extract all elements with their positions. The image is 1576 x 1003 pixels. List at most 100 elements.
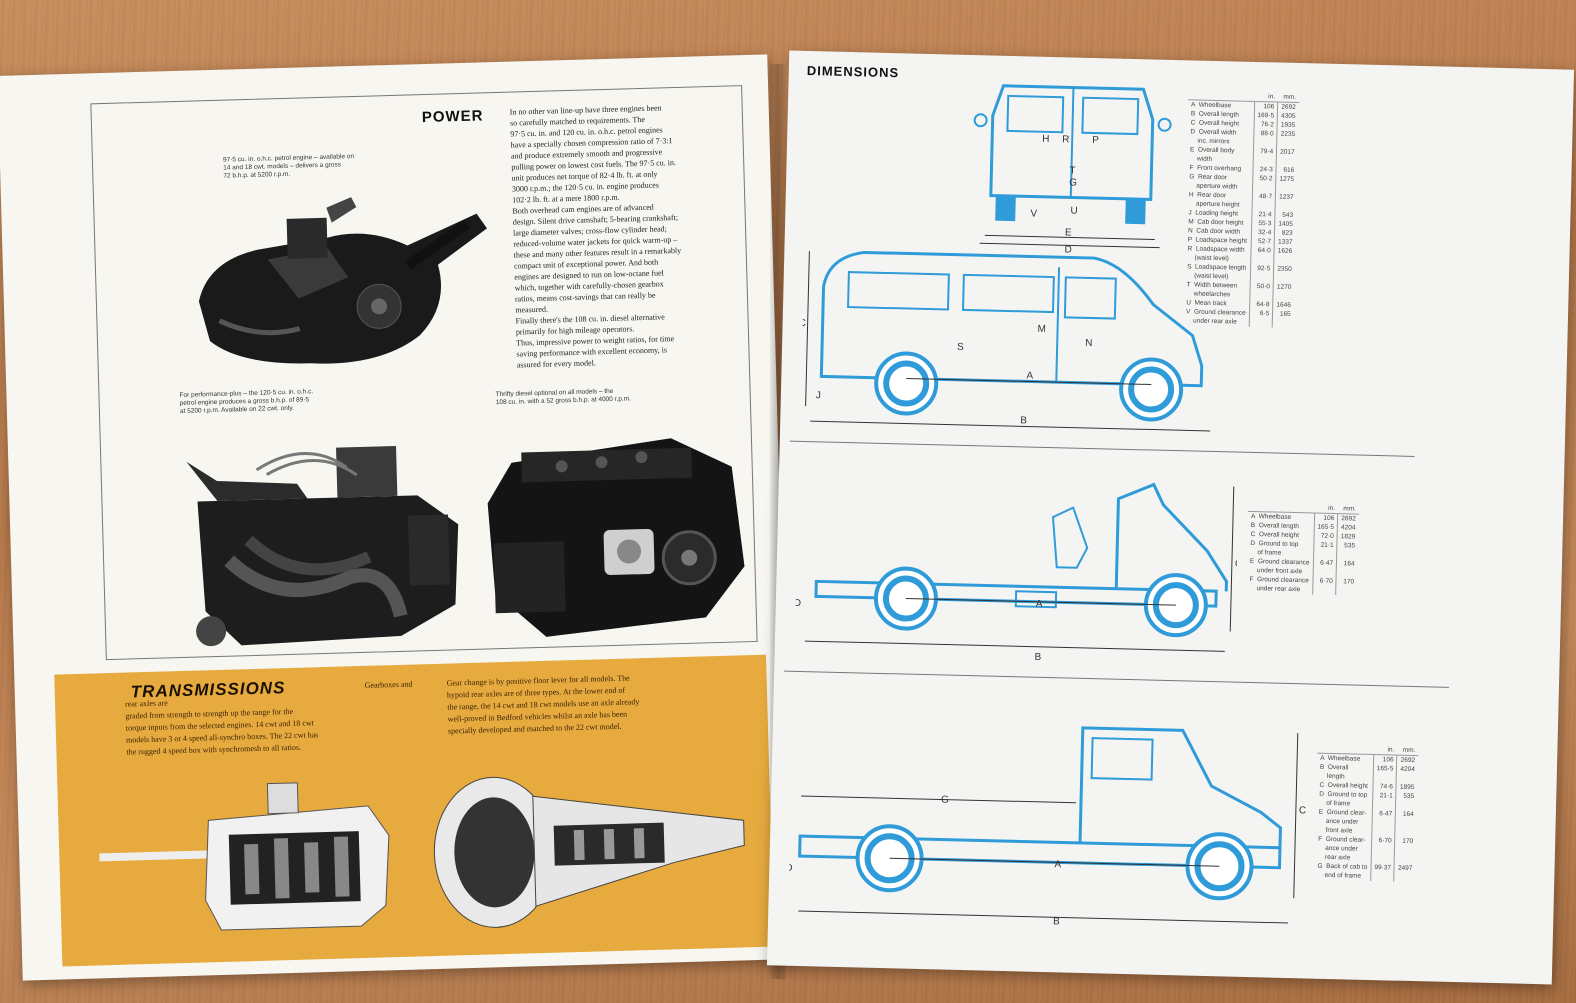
spec-mm: 4204 [1396, 764, 1418, 784]
spec-inches: 6·70 [1370, 836, 1396, 864]
dim-label-t: T [1069, 165, 1075, 176]
spec-mm: 2692 [1337, 513, 1359, 524]
dim-label-e: E [1065, 227, 1072, 238]
spec-inches: 6·47 [1371, 809, 1396, 837]
spec-mm: 535 [1336, 541, 1359, 560]
spec-inches: 106 [1314, 513, 1338, 524]
spec-inches: 6·5 [1248, 308, 1273, 328]
dim-label-r: R [1062, 134, 1070, 145]
spec-inches: 165·5 [1313, 522, 1338, 533]
chassis-cab-label-c: C [1235, 559, 1239, 570]
chassis-cab-label-d: D [794, 598, 801, 609]
spec-label: E Ground clear- ance under front axle [1318, 808, 1367, 835]
spec-label: G Back of cab to end of frame [1317, 862, 1368, 880]
dim-label-p: P [1092, 135, 1099, 146]
spec-inches: 21·1 [1372, 791, 1397, 810]
spec-mm: 535 [1395, 791, 1418, 811]
transmissions-panel: Gearboxes and rear axles are graded from… [54, 654, 775, 967]
spec-inches: 6·47 [1312, 558, 1337, 578]
spec-label: E Ground clearance under front axle [1249, 557, 1310, 576]
spec-mm: 164 [1395, 809, 1417, 838]
spec-mm: 2350 [1273, 264, 1295, 283]
spec-inches: 106 [1254, 101, 1278, 112]
spec-mm: 2692 [1397, 755, 1419, 766]
van-rear-view-diagram: E D H R P T G U V [973, 84, 1172, 256]
chassis-cowl-label-g: G [941, 794, 949, 805]
spec-mm: 1270 [1273, 282, 1295, 301]
dim-label-u: U [1070, 205, 1078, 216]
chassis-cab-diagram: D A B C [794, 482, 1239, 663]
spec-inches: 64·0 [1250, 245, 1275, 265]
transmissions-body-2: Gear change is by positive floor lever f… [446, 673, 640, 736]
dim-label-m: M [1037, 324, 1046, 335]
dim-label-b: B [1020, 415, 1027, 426]
petrol-engine-caption: 97·5 cu. in. o.h.c. petrol engine – avai… [222, 153, 355, 180]
spec-inches: 48·7 [1251, 191, 1276, 211]
spec-mm: 1646 [1272, 300, 1295, 310]
chassis-cowl-label-b: B [1053, 916, 1060, 927]
chassis-cowl-label-d: D [788, 863, 793, 874]
diesel-engine-caption: Thrifty diesel optional on all models – … [495, 387, 632, 407]
spec-mm: 4204 [1337, 523, 1359, 533]
spec-inches: 92·5 [1249, 263, 1274, 283]
spec-mm: 164 [1336, 559, 1358, 578]
dim-label-v: V [1030, 208, 1037, 219]
spec-mm: 170 [1394, 836, 1417, 865]
spec-label: G Rear door aperture width [1189, 173, 1238, 191]
spec-inches: 88·0 [1253, 128, 1278, 148]
performance-engine-caption: For performance-plus – the 120·5 cu. in.… [179, 388, 314, 415]
automatic-gearbox-image [433, 776, 745, 928]
spec-inches: 79·4 [1252, 146, 1277, 166]
chassis-cab-label-b: B [1034, 652, 1041, 663]
dim-label-d: D [1064, 244, 1072, 255]
van-side-view-diagram: C M N S A J B [800, 250, 1211, 432]
spec-mm: 1895 [1396, 782, 1418, 793]
spec-mm: 165 [1272, 309, 1294, 328]
chassis-cowl-label-a: A [1054, 859, 1061, 870]
spec-label: H Rear door aperture height [1188, 191, 1240, 209]
spec-mm: 1337 [1274, 237, 1296, 247]
dim-label-g: G [1069, 177, 1077, 188]
spec-inches: 6·70 [1312, 576, 1337, 596]
dim-label-j: J [816, 390, 821, 401]
spec-label: D Ground to top of frame [1250, 539, 1299, 557]
spec-inches: 169·5 [1253, 110, 1278, 121]
spec-mm: 823 [1274, 228, 1296, 238]
spec-mm: 1275 [1275, 174, 1298, 193]
section-divider-2 [784, 670, 1449, 688]
chassis-cowl-label-c: C [1299, 805, 1307, 816]
ohc-petrol-engine-image [198, 197, 487, 364]
diesel-engine-image [487, 438, 745, 637]
left-page: POWER In no other van line-up have three… [0, 54, 793, 981]
dimensions-title: DIMENSIONS [806, 62, 900, 81]
dim-label-c: C [800, 318, 806, 329]
spec-mm: 1829 [1337, 532, 1359, 542]
dim-label-h: H [1042, 134, 1050, 145]
spec-inches: 21·1 [1313, 540, 1338, 560]
spec-mm: 2017 [1276, 147, 1298, 166]
spec-inches: 165·5 [1372, 764, 1398, 783]
spec-label: F Ground clear- ance under rear axle [1317, 835, 1366, 862]
spec-label: D Ground to top of frame [1318, 790, 1368, 808]
spec-label: E Overall body width [1189, 146, 1235, 163]
spec-mm: 1405 [1274, 219, 1297, 229]
power-body-text: In no other van line-up have three engin… [509, 103, 682, 370]
spec-inches: 50·2 [1252, 173, 1277, 193]
chassis-cowl-diagram: G A B D C [788, 726, 1307, 927]
performance-petrol-engine-image [186, 445, 459, 647]
right-page: DIMENSIONS E D H R P T G U V in.mm. A Wh… [766, 50, 1575, 985]
spec-label: D Overall width inc. mirrors [1190, 128, 1237, 146]
spec-label: B Overall length [1319, 763, 1349, 781]
power-title: POWER [421, 107, 484, 127]
spec-inches: 99·37 [1370, 863, 1395, 882]
spec-mm: 1626 [1273, 246, 1296, 265]
dim-label-a: A [1026, 370, 1033, 381]
spec-label: F Ground clearance under rear axle [1249, 575, 1309, 594]
power-panel: POWER In no other van line-up have three… [90, 85, 758, 661]
dim-label-s: S [957, 342, 964, 353]
